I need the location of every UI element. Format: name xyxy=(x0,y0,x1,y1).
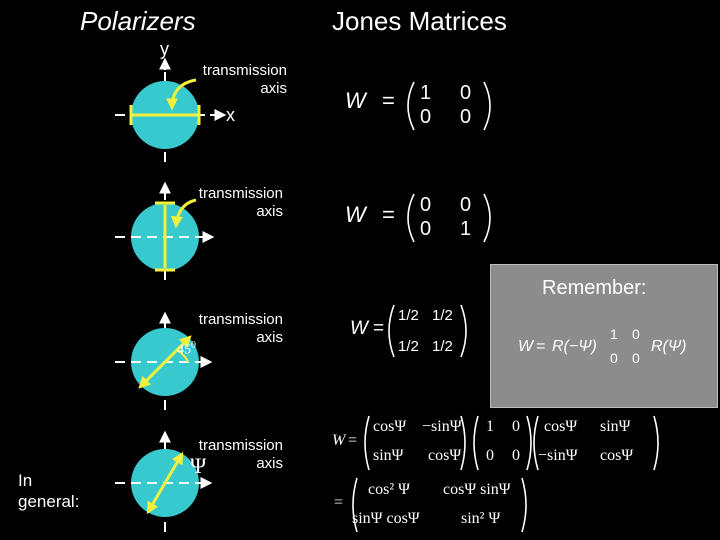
polarizers-title: Polarizers xyxy=(80,6,196,36)
matrix-2-cell: 0 xyxy=(420,194,432,216)
pointer-arrow-2 xyxy=(170,198,197,229)
remember-r-plus: R(Ψ) xyxy=(651,338,687,355)
matrix-3-cell: 1/2 xyxy=(432,307,453,324)
psi-label: Ψ xyxy=(190,453,207,478)
polarizer-1 xyxy=(115,57,227,162)
remember-cell: 0 xyxy=(610,350,618,366)
remember-cell: 1 xyxy=(610,326,618,342)
remember-lhs: W xyxy=(518,338,534,355)
y-axis-label: y xyxy=(160,39,169,59)
general-b-cell: 0 xyxy=(486,447,494,464)
matrix-3-lhs: W xyxy=(350,318,368,339)
general-c-cell: sinΨ xyxy=(600,418,631,435)
remember-label: Remember: xyxy=(542,277,647,299)
matrix-1-lhs: W xyxy=(345,88,366,113)
remember-r-minus: R(−Ψ) xyxy=(552,338,597,355)
angle-45-label: 450 xyxy=(177,340,196,358)
pointer-arrow-1 xyxy=(166,78,197,111)
general-result-cell: sin² Ψ xyxy=(461,510,501,527)
x-axis-label: x xyxy=(226,105,235,125)
general-result-cell: cosΨ sinΨ xyxy=(443,481,511,498)
transmission-line-3 xyxy=(138,335,192,389)
general-lhs: W xyxy=(332,432,346,449)
general-b-cell: 0 xyxy=(512,418,520,435)
general-c-cell: cosΨ xyxy=(544,418,578,435)
remember-box xyxy=(490,264,718,408)
matrix-3-cell: 1/2 xyxy=(398,307,419,324)
general-a-cell: cosΨ xyxy=(428,447,462,464)
general-a-cell: −sinΨ xyxy=(422,418,462,435)
general-result-cell: sinΨ cosΨ xyxy=(352,510,420,527)
general-result-cell: cos² Ψ xyxy=(368,481,410,498)
jones-title: Jones Matrices xyxy=(332,6,507,36)
polarizer-2 xyxy=(115,181,215,280)
matrix-1-eq: = xyxy=(382,88,395,113)
matrix-1-cell: 0 xyxy=(460,82,472,104)
matrix-1-cell: 0 xyxy=(420,106,432,128)
matrix-2-eq: = xyxy=(382,202,395,227)
matrix-1-cell: 0 xyxy=(460,106,472,128)
general-a-cell: cosΨ xyxy=(373,418,407,435)
general-c-cell: cosΨ xyxy=(600,447,634,464)
general-eq: = xyxy=(348,432,358,449)
matrix-2-lhs: W xyxy=(345,202,366,227)
general-result-eq: = xyxy=(334,494,344,511)
general-b-cell: 0 xyxy=(512,447,520,464)
remember-cell: 0 xyxy=(632,350,640,366)
matrix-2-cell: 0 xyxy=(460,194,472,216)
matrix-3-cell: 1/2 xyxy=(432,338,453,355)
remember-eq: = xyxy=(536,338,546,355)
matrix-2-cell: 0 xyxy=(420,218,432,240)
remember-cell: 0 xyxy=(632,326,640,342)
transmission-line-4 xyxy=(146,451,184,515)
general-c-cell: −sinΨ xyxy=(538,447,578,464)
general-b-cell: 1 xyxy=(486,418,494,435)
matrix-3-eq: = xyxy=(373,318,385,339)
matrix-1-cell: 1 xyxy=(420,82,432,104)
polarizer-4 xyxy=(115,430,213,532)
polarizer-3 xyxy=(115,311,213,410)
matrix-3-cell: 1/2 xyxy=(398,338,419,355)
matrix-2-cell: 1 xyxy=(460,218,472,240)
general-a-cell: sinΨ xyxy=(373,447,404,464)
